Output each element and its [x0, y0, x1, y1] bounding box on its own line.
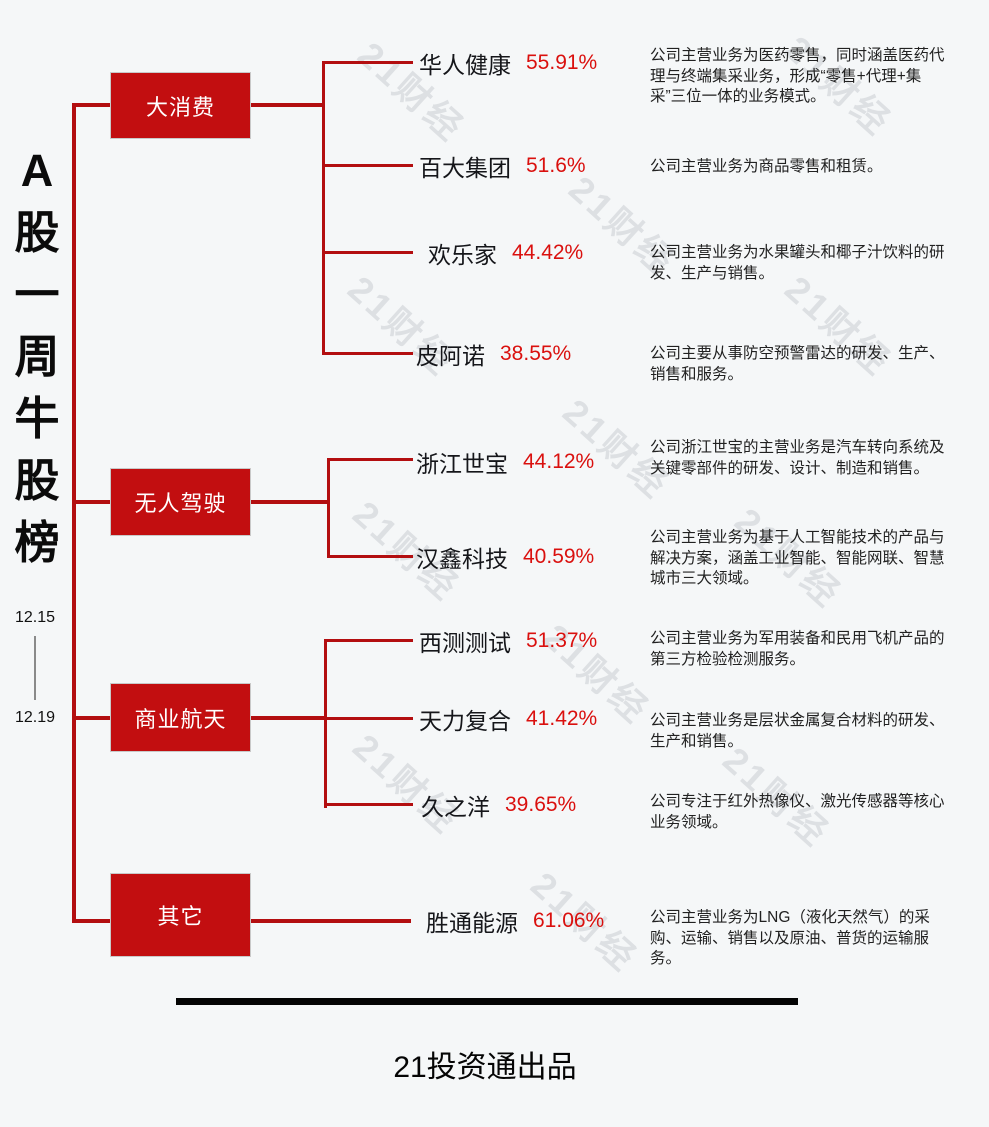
stock-name: 天力复合	[419, 708, 511, 734]
category-label: 无人驾驶	[134, 491, 227, 516]
date-start: 12.15	[14, 609, 56, 626]
stock-gain: 44.42%	[512, 241, 584, 264]
tree-branch-line	[251, 919, 411, 923]
stock-description: 公司浙江世宝的主营业务是汽车转向系统及关键零部件的研发、设计、制造和销售。	[650, 439, 945, 477]
stock-gain: 55.91%	[526, 51, 598, 74]
tree-stub-line	[322, 164, 413, 167]
page-title: A 股 一 周 牛 股 榜	[8, 140, 66, 574]
stock-gain: 44.12%	[523, 450, 595, 473]
category-label: 商业航天	[134, 706, 227, 732]
tree-stub-line	[327, 555, 413, 558]
stock-row: 西测测试 51.37%	[419, 626, 597, 656]
tree-branch-line	[72, 716, 112, 720]
tree-stub-line	[327, 458, 413, 461]
tree-stub-line	[324, 717, 413, 720]
stock-row: 皮阿诺 38.55%	[416, 339, 571, 369]
tree-branch-line	[251, 103, 322, 107]
stock-row: 胜通能源 61.06%	[426, 906, 604, 936]
tree-connector-line	[327, 458, 330, 558]
date-divider-line	[34, 636, 36, 700]
date-range: 12.15 12.19	[6, 608, 64, 728]
stock-gain: 51.6%	[526, 154, 586, 177]
stock-row: 欢乐家 44.42%	[428, 238, 583, 268]
title-char: 牛	[14, 393, 60, 444]
stock-description: 公司主营业务为LNG（液化天然气）的采购、运输、销售以及原油、普货的运输服务。	[650, 909, 930, 967]
footer-divider-line	[176, 998, 798, 1005]
tree-connector-line	[324, 639, 327, 808]
title-char: 股	[14, 207, 60, 258]
date-end: 12.19	[14, 709, 56, 726]
category-box-consumer: 大消费	[110, 72, 251, 139]
category-box-aerospace: 商业航天	[110, 683, 251, 752]
stock-row: 华人健康 55.91%	[419, 48, 597, 78]
stock-row: 浙江世宝 44.12%	[416, 447, 594, 477]
stock-gain: 40.59%	[523, 545, 595, 568]
stock-description: 公司主营业务是层状金属复合材料的研发、生产和销售。	[650, 712, 945, 750]
tree-stub-line	[322, 352, 413, 355]
stock-name: 浙江世宝	[416, 451, 508, 477]
stock-description: 公司主营业务为基于人工智能技术的产品与解决方案，涵盖工业智能、智能网联、智慧城市…	[650, 529, 945, 587]
stock-name: 百大集团	[419, 155, 511, 181]
stock-gain: 39.65%	[505, 793, 577, 816]
tree-branch-line	[72, 919, 112, 923]
category-label: 大消费	[145, 94, 215, 120]
tree-stub-line	[322, 251, 413, 254]
tree-branch-line	[72, 103, 112, 107]
tree-stub-line	[324, 803, 413, 806]
stock-name: 汉鑫科技	[416, 546, 508, 572]
footer-credit: 21投资通出品	[393, 1051, 577, 1084]
tree-branch-line	[72, 500, 112, 504]
stock-description: 公司主要从事防空预警雷达的研发、生产、销售和服务。	[650, 345, 945, 383]
stock-gain: 41.42%	[526, 707, 598, 730]
category-box-other: 其它	[110, 873, 251, 957]
stock-row: 久之洋 39.65%	[421, 790, 576, 820]
tree-branch-line	[251, 500, 327, 504]
stock-description: 公司主营业务为水果罐头和椰子汁饮料的研发、生产与销售。	[650, 244, 945, 282]
stock-description: 公司专注于红外热像仪、激光传感器等核心业务领域。	[650, 793, 945, 831]
stock-gain: 61.06%	[533, 909, 605, 932]
stock-name: 胜通能源	[426, 910, 518, 936]
watermark-text: 21财经	[345, 725, 468, 843]
stock-gain: 51.37%	[526, 629, 598, 652]
category-box-driverless: 无人驾驶	[110, 468, 251, 536]
stock-description: 公司主营业务为军用装备和民用飞机产品的第三方检验检测服务。	[650, 630, 945, 668]
stock-gain: 38.55%	[500, 342, 572, 365]
title-char: A	[20, 145, 54, 196]
stock-row: 百大集团 51.6%	[419, 151, 586, 181]
title-char: 周	[14, 331, 60, 382]
tree-trunk-line	[72, 103, 76, 923]
stock-name: 西测测试	[419, 630, 511, 656]
title-char: 股	[14, 455, 60, 506]
stock-name: 华人健康	[419, 52, 511, 78]
title-char: 一	[14, 269, 60, 320]
stock-description: 公司主营业务为商品零售和租赁。	[650, 158, 883, 175]
tree-connector-line	[322, 61, 325, 355]
stock-row: 汉鑫科技 40.59%	[416, 542, 594, 572]
stock-name: 欢乐家	[428, 242, 497, 268]
stock-name: 皮阿诺	[416, 343, 485, 369]
stock-name: 久之洋	[421, 794, 490, 820]
tree-branch-line	[251, 716, 324, 720]
stock-row: 天力复合 41.42%	[419, 704, 597, 734]
tree-stub-line	[324, 639, 413, 642]
title-char: 榜	[14, 517, 60, 568]
tree-stub-line	[322, 61, 413, 64]
stock-description: 公司主营业务为医药零售，同时涵盖医药代理与终端集采业务，形成“零售+代理+集采”…	[650, 47, 945, 105]
category-label: 其它	[157, 904, 204, 929]
